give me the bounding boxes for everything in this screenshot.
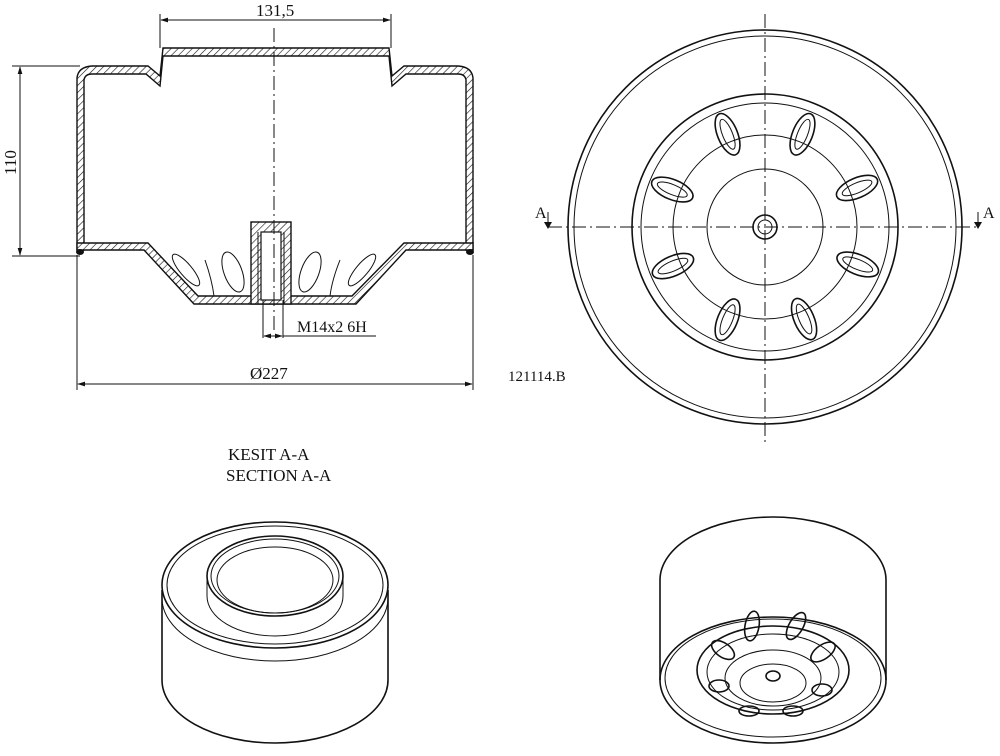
section-view [76,28,474,330]
section-mark-left: A [535,205,547,222]
dim-diameter-label: Ø227 [250,364,288,383]
slot-ring [650,112,880,342]
thread-callout: M14x2 6H [262,300,376,339]
section-title-en: SECTION A-A [226,466,332,485]
thread-label: M14x2 6H [297,319,367,336]
dim-height-label: 110 [1,150,20,175]
dimension-height: 110 [1,65,80,257]
dimension-diameter: Ø227 [76,255,474,390]
section-title-tr: KESIT A-A [228,445,310,464]
part-number: 121114.B [508,369,566,385]
iso-view-top [161,521,389,744]
dim-width-label: 131,5 [256,1,294,20]
dimension-width: 131,5 [159,1,392,48]
front-view: A A [535,14,995,446]
iso-view-bottom [659,516,887,744]
section-mark-right: A [983,205,995,222]
